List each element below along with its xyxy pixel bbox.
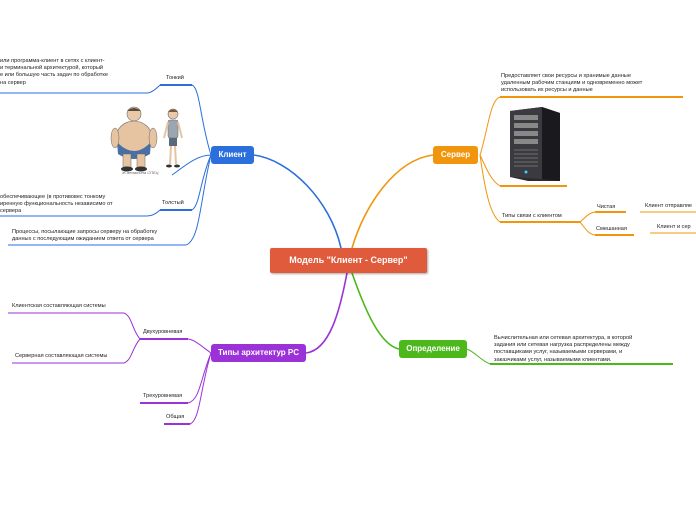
drive-bays-icon [514, 115, 538, 144]
branch-server[interactable]: Сервер [433, 146, 478, 164]
branch-client[interactable]: Клиент [211, 146, 254, 164]
connector-types [305, 272, 348, 354]
node-thick[interactable]: Толстый [162, 200, 184, 206]
node-thick-description[interactable]: обеспечивающее (в противовес тонкому ире… [0, 194, 113, 215]
node-link-types[interactable]: Типы связи с клиентом [502, 213, 562, 219]
node-thin-description[interactable]: или программа-клиент в сетях с клиент- и… [0, 58, 108, 86]
connector-client [253, 154, 342, 249]
node-pure[interactable]: Чистая [597, 204, 616, 210]
node-thin[interactable]: Тонкий [166, 75, 184, 81]
branch-types[interactable]: Типы архитектур PC [211, 344, 306, 362]
node-processes[interactable]: Процессы, посылающие запросы серверу на … [12, 229, 158, 243]
fat-person-figure [110, 106, 158, 172]
thin-person-figure [163, 108, 183, 168]
node-definition-text[interactable]: Вычислительная или сетевая архитектура, … [494, 335, 633, 363]
central-topic[interactable]: Модель "Клиент - Сервер" [270, 248, 427, 273]
node-client-component[interactable]: Клиентская составляющая системы [12, 303, 106, 309]
node-server-component[interactable]: Серверная составляющая системы [15, 353, 108, 359]
node-mixed-description[interactable]: Клиент и сер [657, 224, 691, 230]
node-server-provides[interactable]: Предоставляет свои ресурсы и хранимые да… [501, 73, 643, 94]
branch-definition[interactable]: Определение [399, 340, 467, 358]
node-pure-description[interactable]: Клиент отправляе [645, 203, 693, 209]
connector-server [351, 154, 434, 249]
node-mixed[interactable]: Смешанная [596, 226, 627, 232]
connector-definition [351, 272, 400, 350]
image-caption: Ж.желатина СПЕЦ [122, 170, 159, 175]
server-tower-image [502, 105, 566, 183]
node-two-tier[interactable]: Двухуровневая [143, 329, 183, 335]
thin-thick-people-image: Ж.желатина СПЕЦ [108, 104, 188, 176]
node-three-tier[interactable]: Трехуровневая [143, 393, 183, 399]
node-general[interactable]: Общая [166, 414, 185, 420]
